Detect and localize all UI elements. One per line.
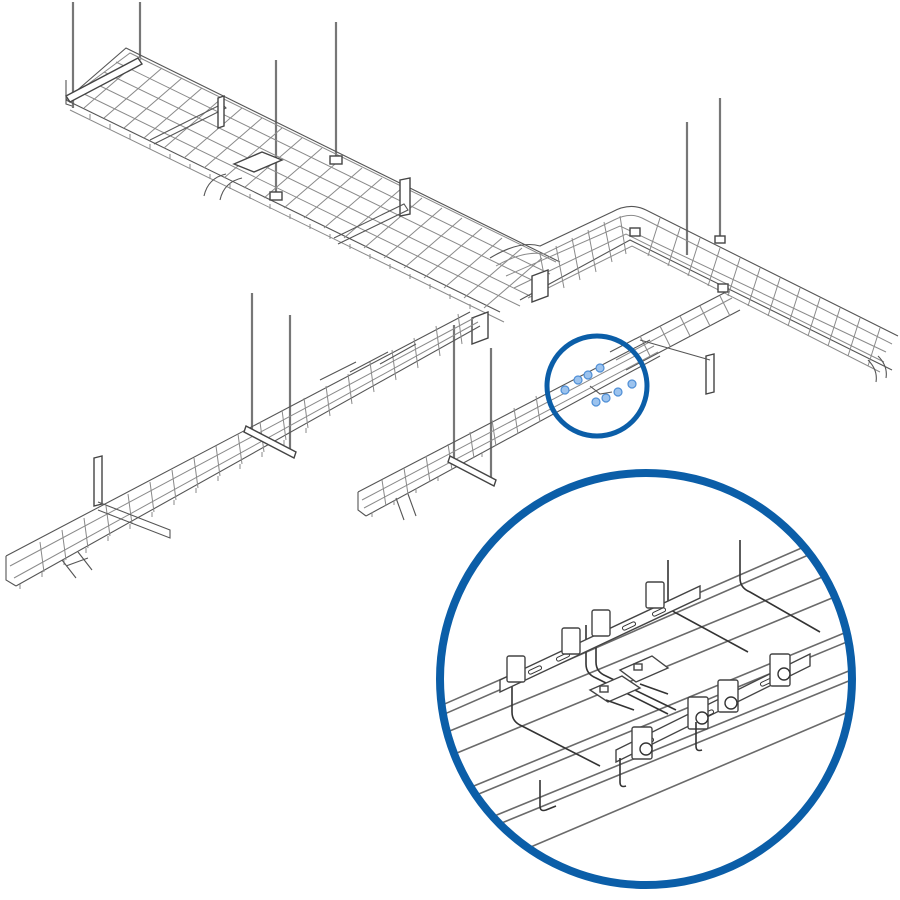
callout-detail-view — [436, 469, 856, 889]
tray-lower-middle-run — [357, 339, 661, 521]
callout-circle-small — [544, 333, 650, 439]
tray-assembly — [5, 2, 899, 589]
mesh-cross-wires — [83, 57, 543, 309]
tray-upper-main-run — [64, 47, 561, 323]
tray-lower-left-run — [5, 311, 481, 589]
callout-circle-large — [436, 469, 856, 889]
clamp-bolts-upper — [506, 581, 665, 683]
tray-tee-and-elbow — [471, 205, 899, 383]
threaded-rods — [71, 2, 722, 485]
callout-small-highlight — [560, 363, 637, 407]
tray-inner-return — [609, 291, 741, 395]
clamp-bolts-lower — [631, 653, 791, 760]
